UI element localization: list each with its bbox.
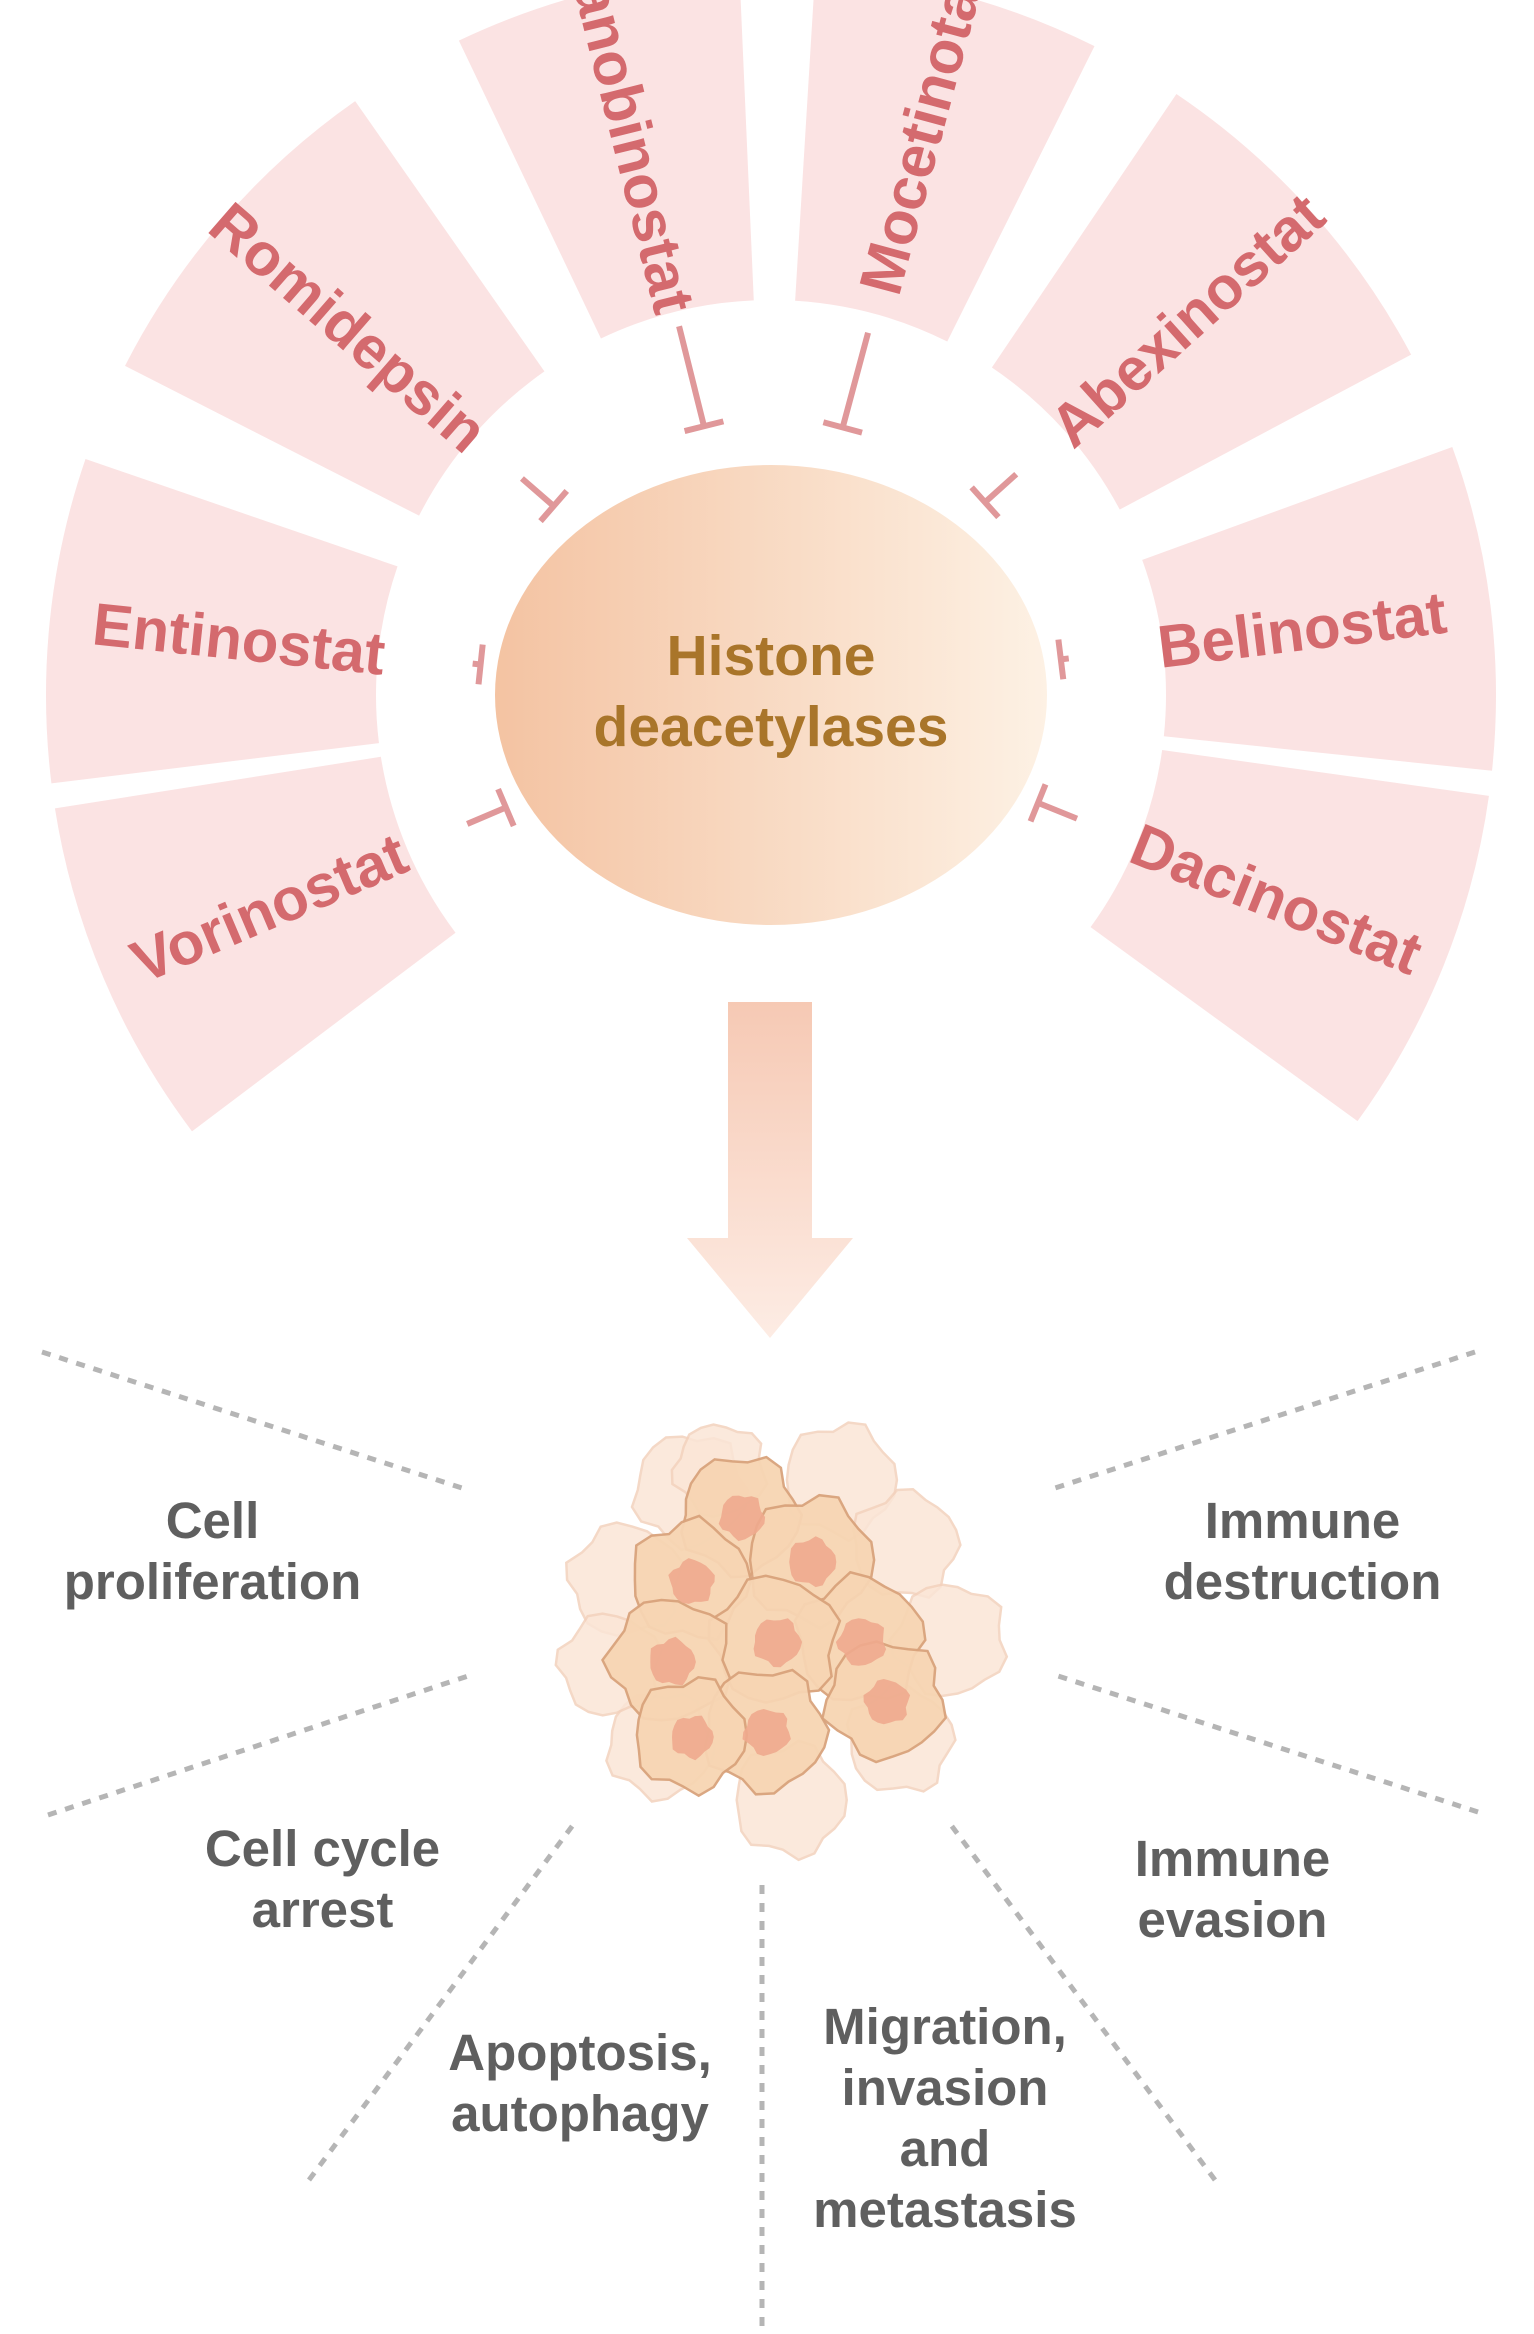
inhibitor-line	[466, 804, 508, 827]
hdac-node: Histone deacetylases	[495, 465, 1047, 925]
inhibitor-lines	[466, 325, 1079, 828]
outcome-migration-invasion-metastasis: Migration, invasion and metastasis	[795, 1996, 1095, 2240]
drug-segment	[1142, 447, 1496, 771]
cell-shape	[753, 1618, 803, 1668]
inhibitor-bar	[969, 485, 1001, 520]
outcome-line: and	[899, 2120, 991, 2177]
outcome-immune-destruction: Immune destruction	[1135, 1490, 1470, 1612]
inhibitor-bar	[683, 418, 725, 434]
outcome-line: Migration,	[823, 1998, 1067, 2055]
outcome-line: metastasis	[813, 2181, 1077, 2238]
dotted-line	[306, 1823, 576, 2182]
cell-shape	[672, 1715, 714, 1761]
outcome-apoptosis-autophagy: Apoptosis, autophagy	[440, 2022, 720, 2144]
dotted-line	[948, 1823, 1218, 2182]
drug-segments	[46, 0, 1496, 1132]
inhibitor-line	[676, 325, 707, 427]
dotted-line	[1057, 1673, 1479, 1815]
inhibitor-bar	[1027, 783, 1049, 823]
outcome-line: proliferation	[63, 1553, 362, 1610]
tumor-cell-cluster-icon	[554, 1421, 1009, 1862]
drug-segment	[991, 93, 1412, 510]
outcome-line: Cell cycle	[204, 1820, 441, 1877]
dotted-line	[47, 1673, 469, 1818]
outcome-line: Apoptosis,	[448, 2024, 712, 2081]
drug-segment	[1090, 749, 1489, 1122]
drug-segment	[54, 756, 456, 1132]
inhibitor-line	[519, 476, 556, 509]
outcome-line: invasion	[841, 2059, 1049, 2116]
inhibitor-bar	[538, 488, 570, 524]
inhibitor-line	[839, 332, 871, 429]
drug-segment	[125, 101, 545, 516]
drug-segment	[458, 0, 754, 339]
outcome-line: autophagy	[451, 2085, 709, 2142]
drug-segment	[795, 0, 1095, 342]
dotted-line	[41, 1349, 463, 1491]
hdac-label-line2: deacetylases	[594, 695, 949, 759]
cell-shape	[668, 1558, 715, 1604]
hdac-ellipse	[495, 465, 1047, 925]
inhibitor-bar	[1055, 639, 1067, 680]
hdac-label-line1: Histone	[666, 624, 875, 688]
outcome-line: Immune	[1204, 1492, 1401, 1549]
outcome-line: Cell	[165, 1492, 260, 1549]
cell-shape	[789, 1536, 837, 1588]
outcome-cell-cycle-arrest: Cell cycle arrest	[175, 1818, 470, 1940]
inhibitor-bar	[822, 419, 863, 436]
dotted-line	[1054, 1349, 1476, 1491]
down-arrow-icon	[687, 1002, 853, 1338]
dotted-lines	[41, 1349, 1479, 2330]
cell-shape	[742, 1709, 791, 1756]
cell-shape	[650, 1636, 696, 1686]
outcome-line: destruction	[1163, 1553, 1442, 1610]
cell-shape	[835, 1618, 887, 1666]
outcome-line: Immune	[1134, 1830, 1331, 1887]
outcome-immune-evasion: Immune evasion	[1110, 1828, 1355, 1950]
cell-shape	[863, 1679, 911, 1725]
outcome-line: arrest	[251, 1881, 394, 1938]
inhibitor-line	[1036, 800, 1079, 822]
cell-shape	[718, 1495, 766, 1542]
inhibitor-bar	[495, 787, 517, 828]
drug-segment	[46, 458, 398, 784]
inhibitor-bar	[475, 644, 486, 685]
outcome-line: evasion	[1137, 1891, 1328, 1948]
outcome-cell-proliferation: Cell proliferation	[40, 1490, 385, 1612]
inhibitor-line	[983, 471, 1019, 505]
